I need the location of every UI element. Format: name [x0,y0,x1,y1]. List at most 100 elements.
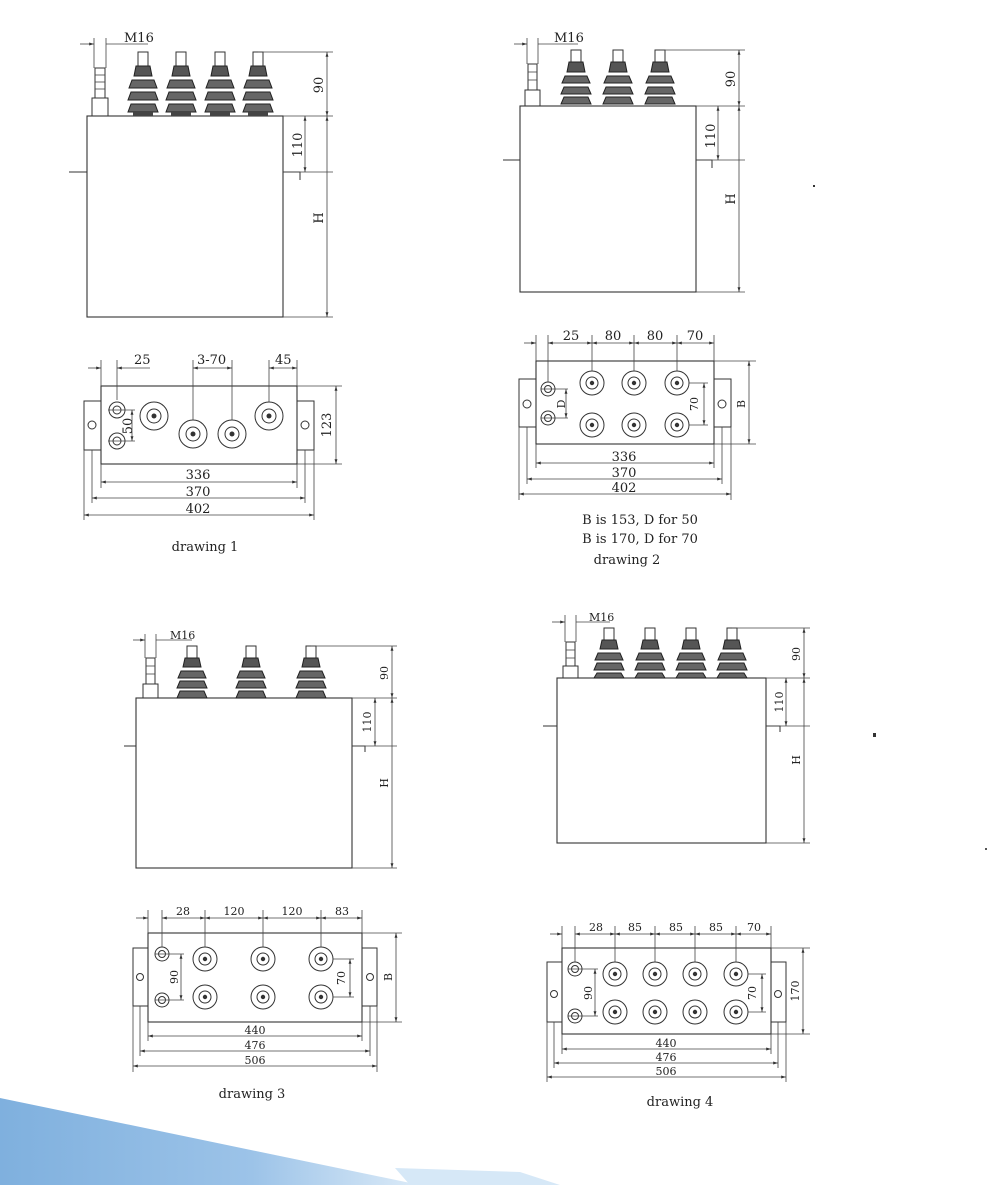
drawing-4-dim-top-0: 28 [589,921,603,934]
drawing-1-dim-vert-inner: 50 [121,418,136,435]
drawing-4-plan-view: 28 85 85 85 70 90 70 170 [546,921,810,1082]
drawing-2-dim-90: 90 [724,71,739,88]
drawing-3-dim-top-0: 28 [176,905,190,918]
terminal-icon [621,412,647,438]
terminal-icon [192,984,218,1010]
drawing-3-dim-vert-mid: 70 [335,971,348,985]
drawing-1-side-view: M16 90 110 H [69,31,333,318]
drawing-4-dim-bottom-2: 506 [656,1065,677,1078]
drawing-3-dim-top-1: 120 [224,905,245,918]
drawing-4-dim-top-1: 85 [628,921,642,934]
drawing-2-dim-top-0: 25 [563,329,580,344]
drawing-4-dim-h: H [790,755,803,765]
drawing-4-dim-bottom-0: 440 [656,1037,677,1050]
bushing-icon [644,49,676,105]
bushing-icon [560,49,592,105]
drawing-3-dim-bottom-1: 476 [245,1039,266,1052]
drawing-1-dim-bottom-2: 402 [186,502,211,517]
drawing-3: M16 90 110 H [124,629,402,1102]
drawing-3-thread-label: M16 [170,629,195,642]
bushing-icon [593,627,625,679]
drawing-2-dim-vert-inner: D [555,399,568,408]
bushing-icon [235,645,267,699]
drawing-1-dim-90: 90 [312,77,327,94]
ground-stud-icon [142,657,159,699]
drawing-4: M16 90 110 H [543,611,987,1110]
bushing-icon [716,627,748,679]
drawing-2-dim-110: 110 [704,124,719,149]
drawing-4-dim-vert-mid: 70 [746,986,759,1000]
drawing-3-dim-bottom-0: 440 [245,1024,266,1037]
drawing-4-dim-top-2: 85 [669,921,683,934]
drawing-1: M16 90 110 H [69,31,342,555]
drawing-1-dim-top-0: 25 [134,353,151,368]
drawing-4-dim-vert-outer: 170 [789,981,802,1002]
bushing-icon [176,645,208,699]
drawing-4-dim-top-4: 70 [747,921,761,934]
drawing-4-side-view: M16 90 110 H [543,611,810,844]
drawing-2-dim-top-1: 80 [605,329,622,344]
drawing-3-side-view: M16 90 110 H [124,629,397,869]
bushing-icon [675,627,707,679]
drawing-3-dim-vert-inner: 90 [168,970,181,984]
drawing-4-dim-90: 90 [790,647,803,661]
drawing-1-thread-label: M16 [124,31,154,46]
drawing-2-dim-vert-mid: 70 [688,397,701,411]
drawing-3-dim-90: 90 [378,666,391,680]
drawing-1-dim-110: 110 [291,133,306,158]
drawing-1-dim-top-1: 3-70 [197,353,226,368]
drawing-4-dim-top-3: 85 [709,921,723,934]
drawing-1-dim-h: H [312,212,327,223]
drawing-1-plan-view: 25 3-70 45 50 123 336 370 402 [83,353,342,520]
drawing-3-dim-h: H [378,778,391,788]
drawing-2-dim-top-3: 70 [687,329,704,344]
drawing-2-dim-bottom-2: 402 [612,481,637,496]
drawing-2-dim-vert-outer: B [735,400,748,408]
bushing-icon [295,645,327,699]
drawing-4-dim-bottom-1: 476 [656,1051,677,1064]
drawing-2-note-0: B is 153, D for 50 [582,513,698,528]
drawing-3-dim-top-2: 120 [282,905,303,918]
drawing-2-dim-bottom-0: 336 [612,450,637,465]
terminal-icon [250,984,276,1010]
bushing-icon [242,51,274,116]
drawing-1-caption: drawing 1 [172,540,239,555]
bushing-icon [204,51,236,116]
drawing-4-thread-label: M16 [589,611,614,624]
terminal-icon [579,412,605,438]
bushing-icon [602,49,634,105]
drawing-2-plan-view: 25 80 80 70 D 70 B [518,329,756,500]
bushing-icon [634,627,666,679]
terminal-icon [682,999,708,1025]
drawing-3-dim-vert-outer: B [382,973,395,981]
drawing-4-caption: drawing 4 [647,1095,714,1110]
bushing-icon [127,51,159,116]
drawing-1-dim-top-2: 45 [275,353,292,368]
drawing-2-note-1: B is 170, D for 70 [582,532,698,547]
drawing-3-plan-view: 28 120 120 83 90 70 B [132,905,402,1072]
bushing-icon [165,51,197,116]
drawing-2-dim-h: H [724,193,739,204]
drawing-1-dim-vert-outer: 123 [320,413,335,438]
drawing-4-dim-110: 110 [773,692,786,713]
decorative-blue-band [0,1098,560,1185]
terminal-icon [217,419,247,449]
ground-stud-icon [91,67,109,117]
drawing-1-dim-bottom-1: 370 [186,485,211,500]
drawing-3-caption: drawing 3 [219,1087,286,1102]
drawing-2: M16 90 110 H [503,31,815,568]
drawing-2-dim-top-2: 80 [647,329,664,344]
drawing-2-side-view: M16 90 110 H [503,31,745,293]
terminal-icon [602,999,628,1025]
drawing-4-dim-vert-inner: 90 [582,986,595,1000]
terminal-icon [139,401,169,431]
drawing-3-dim-110: 110 [361,712,374,733]
drawing-3-dim-bottom-2: 506 [245,1054,266,1067]
drawing-1-dim-bottom-0: 336 [186,468,211,483]
drawing-2-caption: drawing 2 [594,553,661,568]
drawing-2-dim-bottom-1: 370 [612,466,637,481]
drawing-2-thread-label: M16 [554,31,584,46]
terminal-icon [642,999,668,1025]
ground-stud-icon [524,63,541,107]
